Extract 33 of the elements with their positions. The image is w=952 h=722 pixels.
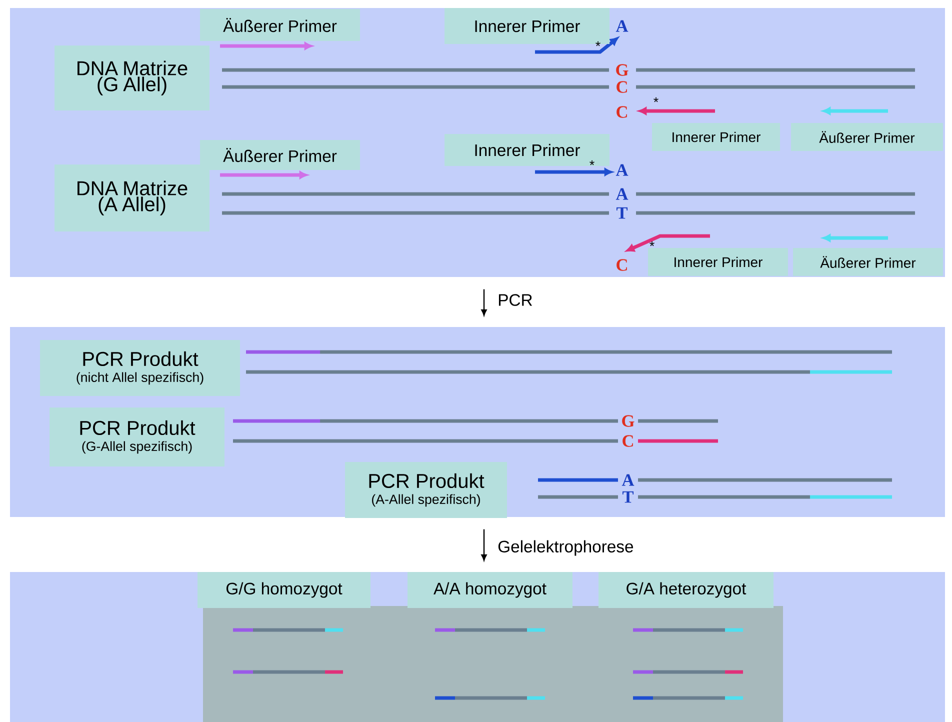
label-box: Äußerer Primer (793, 248, 943, 276)
edge-label: Gelelektrophorese (498, 540, 634, 556)
asterisk: * (654, 97, 658, 102)
asterisk: * (596, 41, 600, 46)
base-letter: C (616, 81, 627, 93)
base-letter: A (622, 474, 634, 486)
label-box: PCR Produkt (nicht Allel spezifisch) (40, 340, 240, 396)
label-box: PCR Produkt (G-Allel spezifisch) (50, 408, 224, 466)
label-box: G/G homozygot (198, 572, 370, 608)
arrow (481, 289, 487, 316)
gel-box (203, 606, 783, 722)
label-box: DNA Matrize (A Allel) (54, 164, 210, 232)
base-letter: G (616, 64, 628, 76)
label-box: PCR Produkt (A-Allel spezifisch) (345, 462, 507, 518)
label-box: Äußerer Primer (791, 123, 943, 151)
arrow (481, 529, 487, 561)
base-letter: C (622, 435, 633, 447)
label-box: Innerer Primer (652, 123, 780, 151)
base-letter: G (622, 415, 634, 427)
base-letter: T (616, 207, 628, 219)
base-letter: A (616, 188, 628, 200)
label-box: A/A homozygot (408, 572, 572, 608)
asterisk: * (590, 160, 594, 166)
label-box: Äußerer Primer (200, 140, 360, 170)
label-box: Innerer Primer (648, 248, 788, 276)
base-letter: A (616, 164, 628, 176)
base-letter: T (622, 491, 634, 503)
base-letter: C (616, 106, 627, 118)
base-letter: C (616, 259, 627, 271)
label-box: Äußerer Primer (200, 9, 360, 41)
label-box: G/A heterozygot (598, 572, 774, 608)
edge-label: PCR (498, 294, 532, 306)
label-box: DNA Matrize (G Allel) (54, 46, 210, 110)
